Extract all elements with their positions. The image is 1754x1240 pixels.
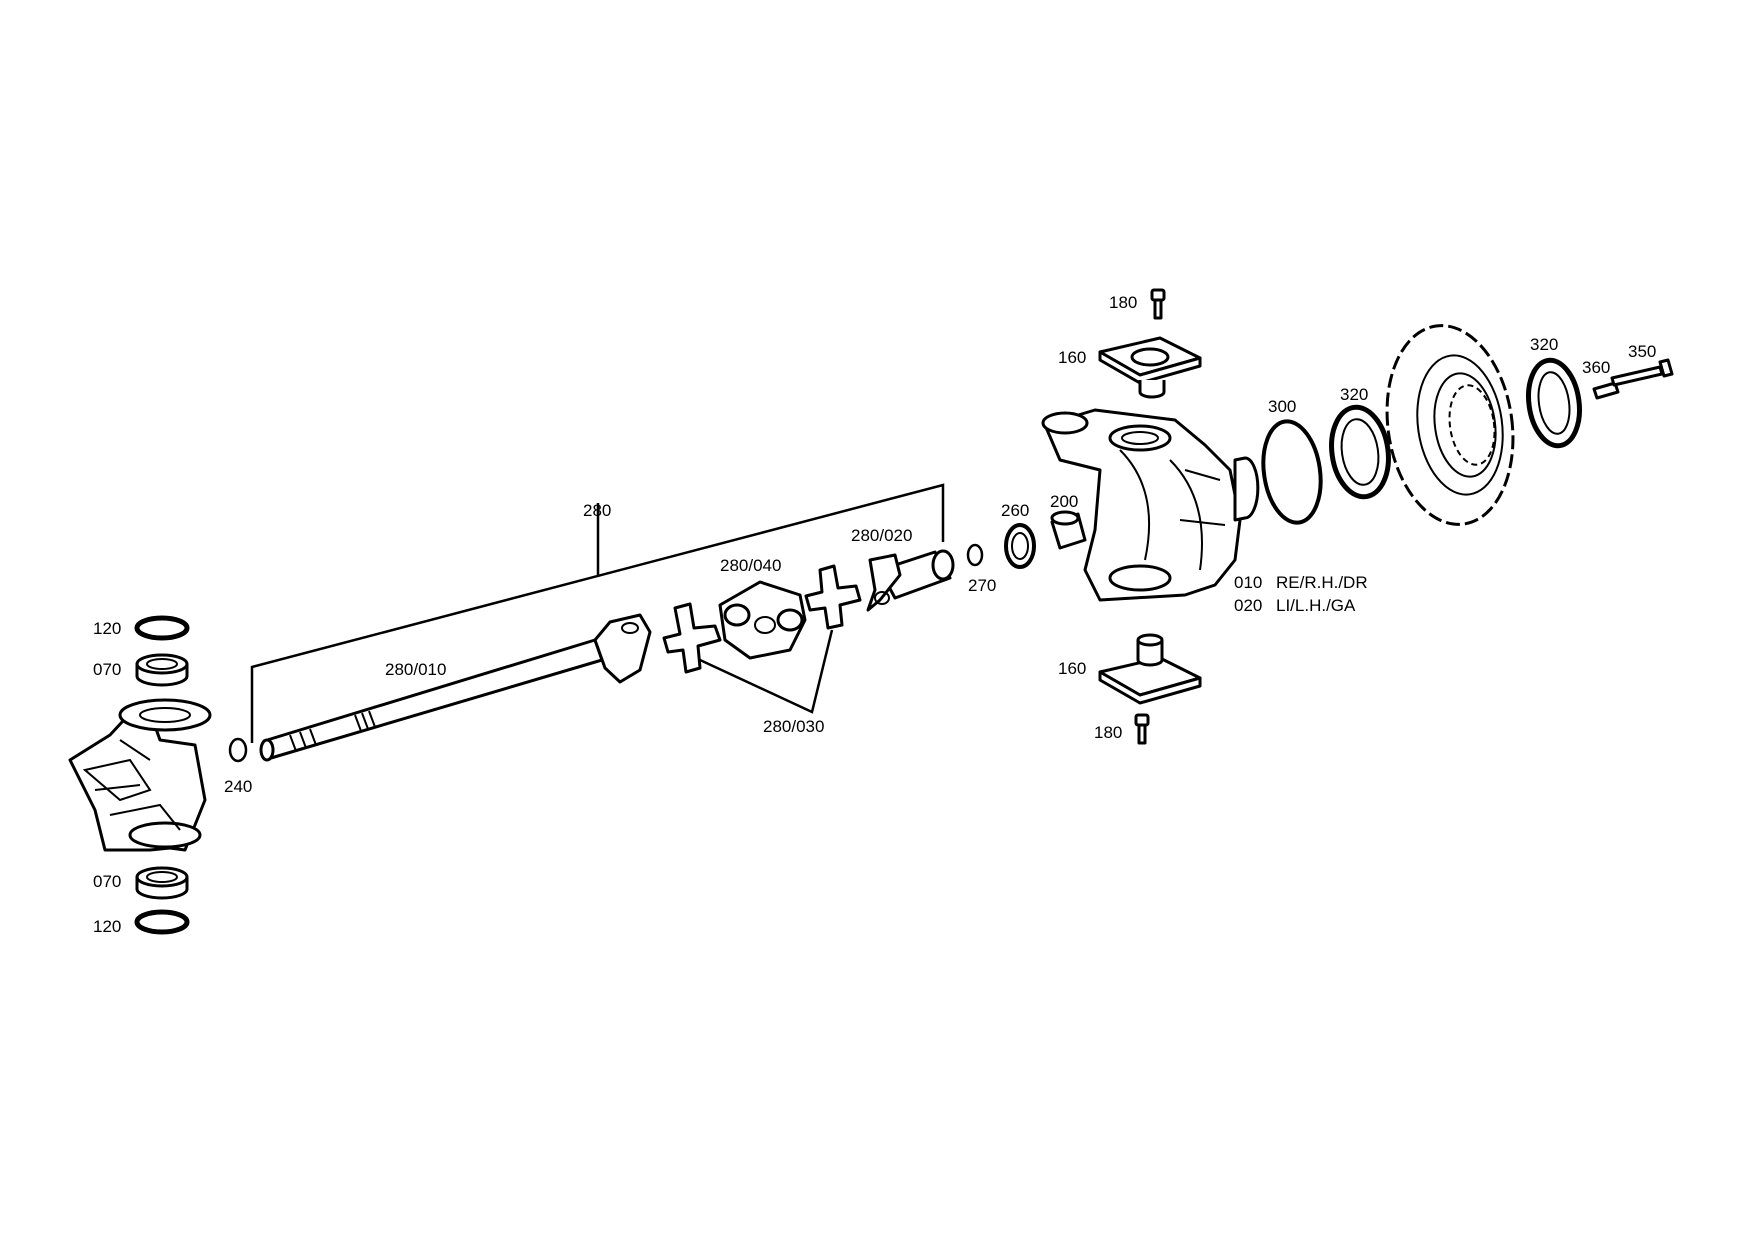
leader-lines [250, 483, 945, 743]
axle-housing-left [68, 698, 212, 852]
label-280-030: 280/030 [763, 717, 824, 736]
bearing-070-top [135, 653, 189, 687]
snap-ring-240 [228, 737, 248, 763]
label-280: 280 [583, 501, 611, 520]
part-labels: 120 070 070 120 240 280 280/010 280/030 … [93, 293, 1656, 936]
bushing-200 [1050, 510, 1087, 550]
label-280-010: 280/010 [385, 660, 446, 679]
leader-280-030 [699, 629, 834, 714]
label-070-bottom: 070 [93, 872, 121, 891]
label-360: 360 [1582, 358, 1610, 377]
label-320-outer: 320 [1530, 335, 1558, 354]
kingpin-cap-160-top [1098, 336, 1202, 399]
steering-knuckle [1041, 408, 1260, 602]
universal-cross-280-030-b [804, 564, 862, 630]
label-160-top: 160 [1058, 348, 1086, 367]
axle-shaft-280-010 [259, 613, 652, 762]
seal-260 [1004, 523, 1036, 569]
label-120-top: 120 [93, 619, 121, 638]
bearing-320-outer [1526, 357, 1582, 449]
snap-ring-270 [966, 543, 984, 567]
kingpin-cap-160-bottom [1098, 633, 1202, 705]
stub-yoke-280-020 [866, 549, 955, 612]
label-300: 300 [1268, 397, 1296, 416]
bolt-350 [1610, 358, 1674, 387]
label-200: 200 [1050, 492, 1078, 511]
label-320-inner: 320 [1340, 385, 1368, 404]
seal-ring-120-top [134, 615, 190, 641]
bolt-180-top [1150, 288, 1166, 320]
variant-desc-020: LI/L.H./GA [1276, 596, 1356, 615]
label-350: 350 [1628, 342, 1656, 361]
pin-360 [1592, 381, 1620, 400]
variant-code-010: 010 [1234, 573, 1262, 592]
variant-desc-010: RE/R.H./DR [1276, 573, 1368, 592]
label-270: 270 [968, 576, 996, 595]
bearing-320-inner [1329, 404, 1391, 500]
label-180-bottom: 180 [1094, 723, 1122, 742]
label-280-020: 280/020 [851, 526, 912, 545]
center-yoke-280-040 [718, 580, 807, 660]
label-260: 260 [1001, 501, 1029, 520]
bolt-180-bottom [1134, 713, 1150, 745]
label-280-040: 280/040 [720, 556, 781, 575]
label-240: 240 [224, 777, 252, 796]
universal-cross-280-030-a [662, 602, 722, 674]
label-160-bottom: 160 [1058, 659, 1086, 678]
variant-code-020: 020 [1234, 596, 1262, 615]
label-180-top: 180 [1109, 293, 1137, 312]
o-ring-300 [1261, 419, 1323, 525]
label-120-bottom: 120 [93, 917, 121, 936]
label-070-top: 070 [93, 660, 121, 679]
bearing-070-bottom [135, 866, 189, 900]
seal-ring-120-bottom [134, 909, 190, 935]
wheel-hub [1385, 324, 1515, 526]
